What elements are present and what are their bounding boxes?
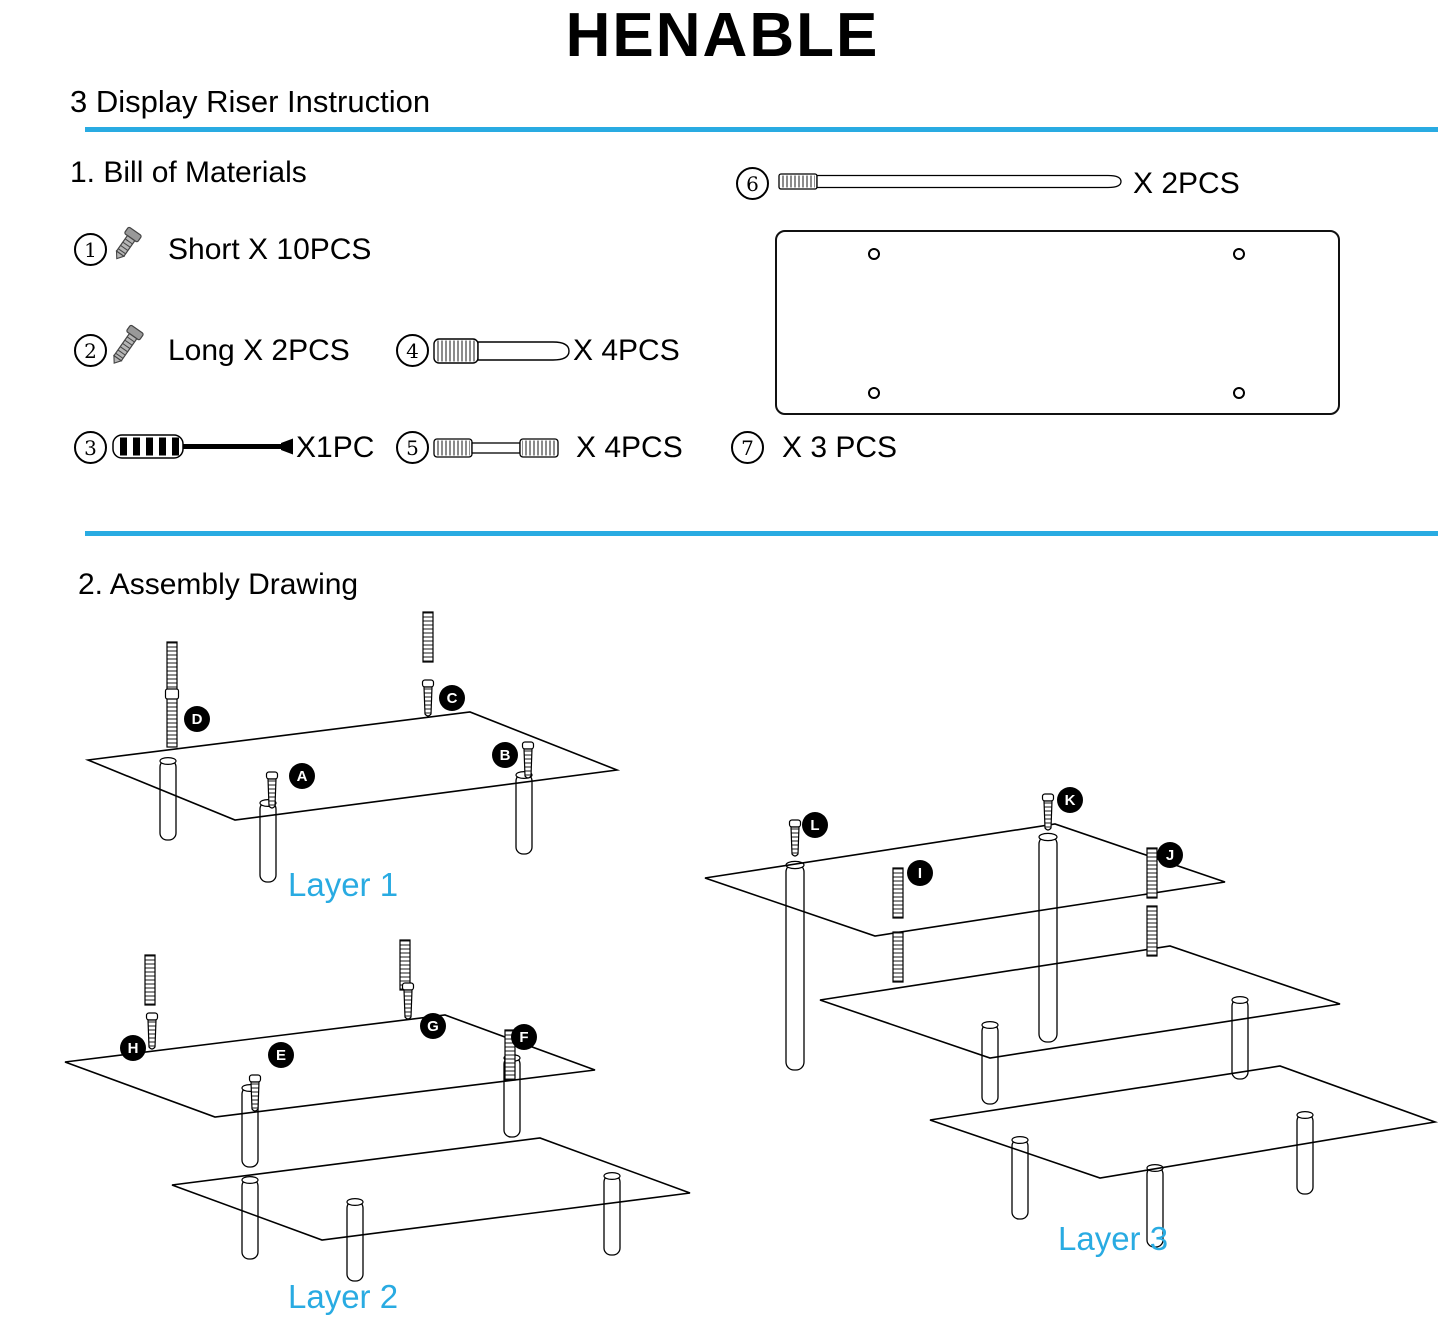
layer1-drawing xyxy=(84,611,621,883)
coupler-icon xyxy=(433,438,559,458)
brand-title: HENABLE xyxy=(565,1,880,70)
mount-hole xyxy=(1233,387,1245,399)
short-screw-icon xyxy=(115,226,142,260)
doc-subtitle: 3 Display Riser Instruction xyxy=(70,84,431,119)
leg xyxy=(241,1175,259,1260)
leg xyxy=(346,1197,364,1282)
shelf-outline xyxy=(64,1014,596,1118)
leg xyxy=(603,1171,621,1256)
item7-qty-label: X 3 PCS xyxy=(782,431,898,464)
layer2-label: Layer 2 xyxy=(288,1278,399,1315)
item1-qty-label: Short X 10PCS xyxy=(168,233,372,266)
screw xyxy=(788,819,802,857)
marker-h: H xyxy=(120,1035,146,1061)
marker-d: D xyxy=(184,706,210,732)
marker-b: B xyxy=(492,742,518,768)
screwdriver-icon xyxy=(112,434,293,459)
marker-l: L xyxy=(802,812,828,838)
item5-qty-label: X 4PCS xyxy=(576,431,683,464)
item2-qty-label: Long X 2PCS xyxy=(168,334,350,367)
leg xyxy=(259,798,277,883)
layer2-drawing xyxy=(64,939,691,1282)
screw xyxy=(145,1012,159,1050)
leg xyxy=(1038,832,1058,1043)
item3-number: 3 xyxy=(74,431,107,464)
divider-line-top xyxy=(85,127,1438,132)
support-rod-icon xyxy=(778,173,1122,190)
stud xyxy=(1146,905,1158,957)
leg xyxy=(159,756,177,841)
assembly-section-title: 2. Assembly Drawing xyxy=(78,568,359,601)
mount-hole xyxy=(868,248,880,260)
marker-k: K xyxy=(1057,787,1083,813)
stud xyxy=(892,931,904,983)
item2-number: 2 xyxy=(74,334,107,367)
stud xyxy=(1146,847,1158,899)
marker-e: E xyxy=(268,1042,294,1068)
stud xyxy=(164,641,180,748)
marker-c: C xyxy=(439,685,465,711)
leg xyxy=(981,1020,999,1105)
marker-i: I xyxy=(907,860,933,886)
marker-f: F xyxy=(511,1024,537,1050)
layer1-label: Layer 1 xyxy=(288,866,399,903)
mount-hole xyxy=(1233,248,1245,260)
screw xyxy=(421,679,435,717)
bom-section-title: 1. Bill of Materials xyxy=(70,156,307,189)
item3-qty-label: X1PC xyxy=(296,431,375,464)
marker-a: A xyxy=(289,763,315,789)
stud xyxy=(892,867,904,919)
leg xyxy=(1231,995,1249,1080)
mount-hole xyxy=(868,387,880,399)
leg xyxy=(1296,1110,1314,1195)
shelf-outline xyxy=(929,1065,1439,1179)
item1-number: 1 xyxy=(74,233,107,266)
shelf-outline xyxy=(819,945,1341,1059)
item4-qty-label: X 4PCS xyxy=(573,334,680,367)
shelf-outline xyxy=(171,1137,691,1241)
leg xyxy=(515,770,533,855)
standoff-icon xyxy=(433,338,570,364)
long-screw-icon xyxy=(113,324,144,364)
divider-line-middle xyxy=(85,531,1438,536)
item4-number: 4 xyxy=(396,334,429,367)
item6-number: 6 xyxy=(736,167,769,200)
item6-qty-label: X 2PCS xyxy=(1133,167,1240,200)
item5-number: 5 xyxy=(396,431,429,464)
item7-number: 7 xyxy=(731,431,764,464)
shelf-outline xyxy=(704,823,1226,937)
leg xyxy=(785,860,805,1071)
layer3-drawing xyxy=(704,793,1439,1248)
shelf-outline xyxy=(84,711,621,821)
shelf-panel xyxy=(775,230,1340,415)
marker-g: G xyxy=(420,1013,446,1039)
screw xyxy=(401,982,415,1020)
stud xyxy=(144,954,156,1006)
layer3-label: Layer 3 xyxy=(1058,1220,1169,1257)
marker-j: J xyxy=(1157,842,1183,868)
stud xyxy=(422,611,434,663)
